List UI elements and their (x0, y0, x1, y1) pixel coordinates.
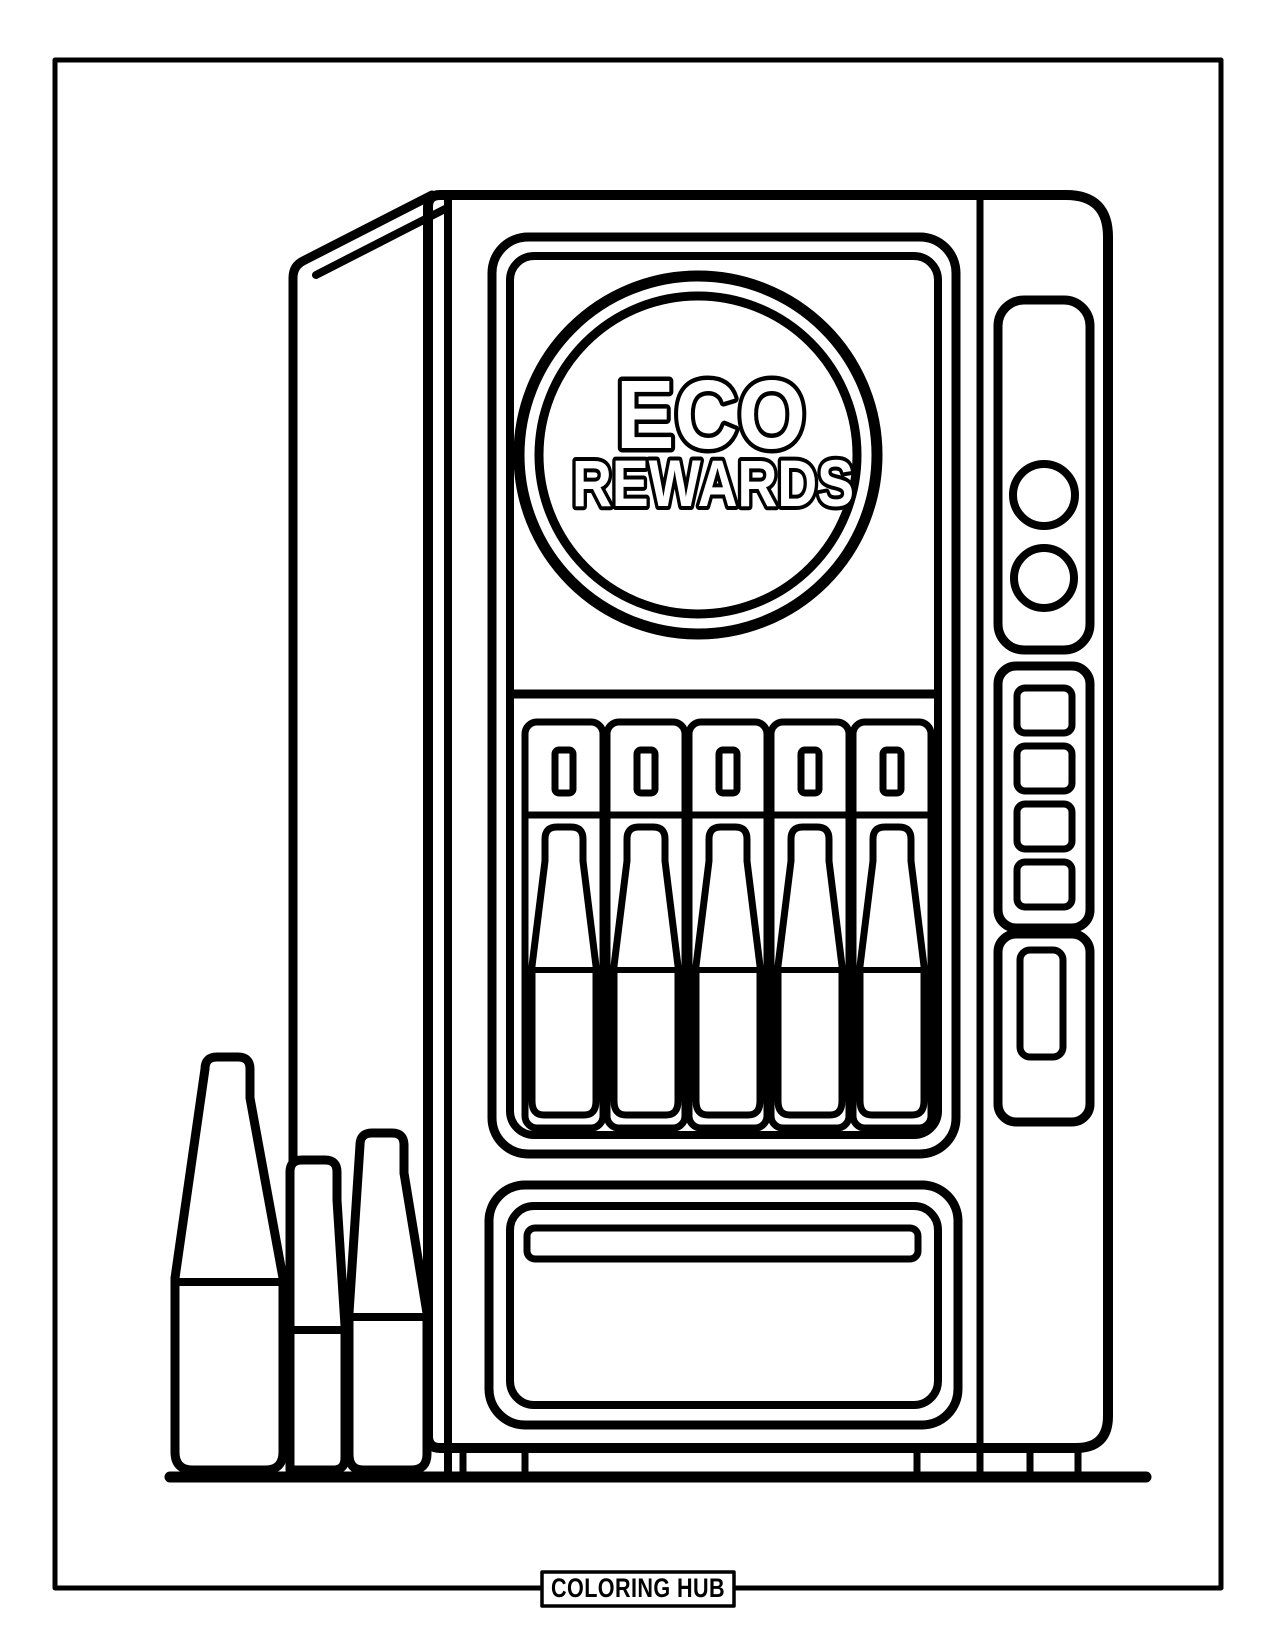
keypad-key (1013, 684, 1076, 737)
footer-badge: COLORING HUB (540, 1570, 736, 1608)
shelf-columns (525, 722, 931, 1128)
sign-circle-outer (513, 270, 883, 640)
product-column (771, 722, 849, 1128)
machine-side-bevel-line (312, 205, 449, 279)
product-column (853, 722, 931, 1128)
floor-bottles (170, 1052, 432, 1475)
vending-machine: ECO REWARDS (288, 190, 1113, 1478)
sign-text-line1: ECO (616, 360, 806, 469)
floor-bottle-large (170, 1052, 288, 1475)
control-panel (993, 295, 1095, 1127)
brand-badge-text: COLORING HUB (551, 1573, 725, 1603)
keypad-key (1013, 800, 1076, 853)
round-button-top (1009, 460, 1079, 530)
keypad-key (1013, 742, 1076, 795)
floor-bottle-middle (285, 1155, 350, 1475)
keypad-key (1013, 858, 1076, 911)
dispenser-flap-slot (523, 1224, 922, 1263)
keypad-keys (1013, 684, 1076, 911)
product-column (525, 722, 603, 1128)
round-button-bottom (1010, 544, 1078, 612)
brand-badge-box (540, 1570, 736, 1608)
product-column (607, 722, 685, 1128)
sign-circle-inner (534, 291, 862, 619)
product-column (689, 722, 767, 1128)
base-rail (459, 1446, 1082, 1478)
coin-slot (1016, 946, 1067, 1061)
sign-text-line2: REWARDS (572, 446, 854, 520)
floor-bottle-right (344, 1128, 432, 1475)
